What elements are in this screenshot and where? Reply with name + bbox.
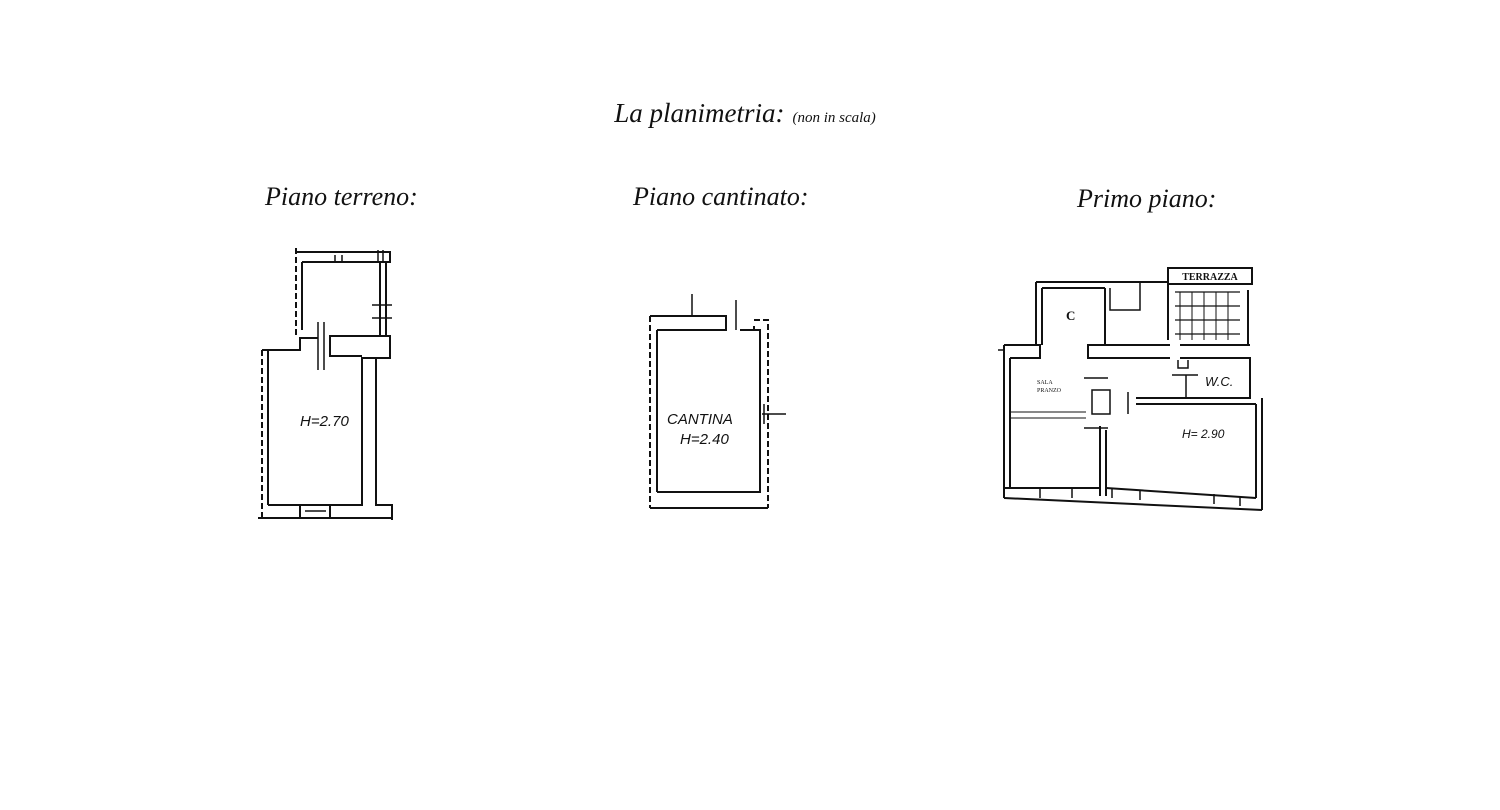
closet-label: C bbox=[1066, 308, 1075, 323]
terrace-box bbox=[1167, 267, 1253, 285]
basement-title: Piano cantinato: bbox=[633, 182, 809, 211]
terrace-label: TERRAZZA bbox=[1182, 272, 1238, 283]
page-title-main: La planimetria: bbox=[614, 98, 785, 128]
basement-plan bbox=[649, 294, 786, 509]
dining-label-line-1: SALA bbox=[1037, 380, 1053, 386]
basement-height-label: H=2.40 bbox=[680, 431, 729, 448]
page-title: La planimetria: (non in scala) bbox=[0, 98, 1490, 129]
dining-label-line-2: PRANZO bbox=[1037, 388, 1062, 394]
page-title-note: (non in scala) bbox=[792, 110, 876, 126]
ground-floor-title: Piano terreno: bbox=[265, 182, 418, 211]
wc-label: W.C. bbox=[1205, 374, 1233, 389]
ground-height-label: H=2.70 bbox=[300, 413, 349, 430]
first-height-label: H= 2.90 bbox=[1182, 427, 1225, 441]
basement-room-label: CANTINA bbox=[667, 411, 733, 428]
ground-floor-plan bbox=[258, 248, 393, 520]
first-floor-plan bbox=[998, 281, 1263, 511]
first-floor-title: Primo piano: bbox=[1077, 184, 1217, 213]
